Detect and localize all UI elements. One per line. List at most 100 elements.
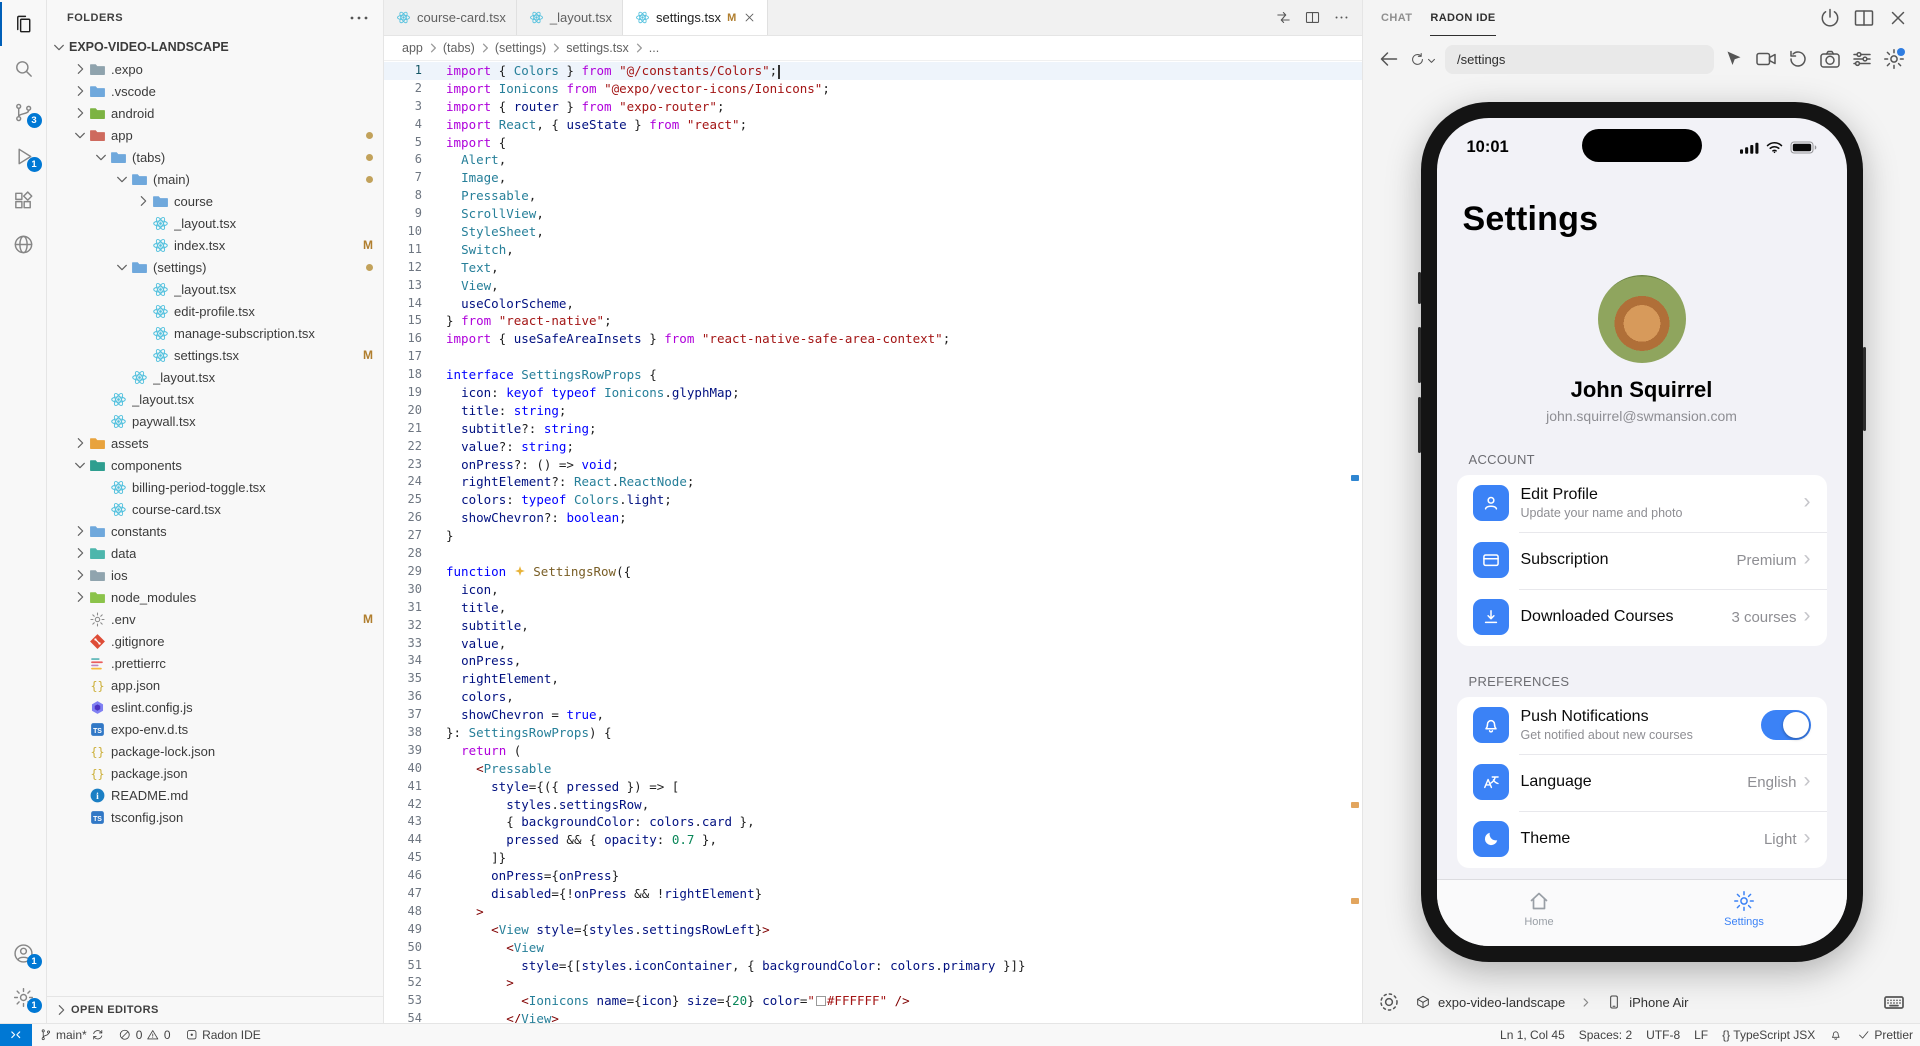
reload-button[interactable] (1409, 51, 1437, 68)
code-line-53[interactable]: 53 <Ionicons name={icon} size={20} color… (384, 992, 1362, 1010)
tree-item-.vscode[interactable]: .vscode (47, 80, 383, 102)
tree-item-.prettierrc[interactable]: .prettierrc (47, 652, 383, 674)
code-line-51[interactable]: 51 style={[styles.iconContainer, { backg… (384, 957, 1362, 975)
breadcrumb-item[interactable]: (tabs) (442, 41, 475, 55)
code-line-8[interactable]: 8 Pressable, (384, 187, 1362, 205)
tree-item-node_modules[interactable]: node_modules (47, 586, 383, 608)
eol-status[interactable]: LF (1687, 1024, 1715, 1046)
tree-item-(main)[interactable]: (main) (47, 168, 383, 190)
code-line-12[interactable]: 12 Text, (384, 259, 1362, 277)
code-line-40[interactable]: 40 <Pressable (384, 760, 1362, 778)
close-icon[interactable] (742, 10, 757, 25)
phone-tab-settings[interactable]: Settings (1642, 889, 1847, 928)
close-panel-icon[interactable] (1886, 6, 1910, 30)
branch-status[interactable]: main* (32, 1024, 112, 1046)
avatar[interactable] (1597, 274, 1686, 363)
tree-item-edit-profile.tsx[interactable]: edit-profile.tsx (47, 300, 383, 322)
more-actions-icon[interactable] (347, 6, 371, 30)
open-changes-icon[interactable] (1275, 9, 1292, 26)
code-line-26[interactable]: 26 showChevron?: boolean; (384, 509, 1362, 527)
tree-item-eslint.config.js[interactable]: eslint.config.js (47, 696, 383, 718)
tree-item-.gitignore[interactable]: .gitignore (47, 630, 383, 652)
code-line-44[interactable]: 44 pressed && { opacity: 0.7 }, (384, 831, 1362, 849)
editor-tab-_layout.tsx[interactable]: _layout.tsx (516, 0, 624, 35)
split-editor-icon[interactable] (1304, 9, 1321, 26)
tree-item-course-card.tsx[interactable]: course-card.tsx (47, 498, 383, 520)
code-line-36[interactable]: 36 colors, (384, 688, 1362, 706)
language-mode[interactable]: {} TypeScript JSX (1715, 1024, 1822, 1046)
tab-radon-ide[interactable]: RADON IDE (1430, 0, 1496, 36)
tree-item-_layout.tsx[interactable]: _layout.tsx (47, 278, 383, 300)
ai-sparkle-icon[interactable] (514, 565, 526, 577)
activity-item-source-control[interactable]: 3 (0, 90, 47, 134)
encoding-status[interactable]: UTF-8 (1639, 1024, 1687, 1046)
tree-item-_layout.tsx[interactable]: _layout.tsx (47, 388, 383, 410)
radon-ide-status[interactable]: Radon IDE (178, 1024, 268, 1046)
phone-tab-home[interactable]: Home (1437, 889, 1642, 928)
remote-indicator[interactable] (0, 1024, 32, 1046)
tree-item-app[interactable]: app (47, 124, 383, 146)
record-video-icon[interactable] (1754, 47, 1778, 71)
code-line-46[interactable]: 46 onPress={onPress} (384, 867, 1362, 885)
code-line-52[interactable]: 52 > (384, 974, 1362, 992)
activity-item-accounts[interactable]: 1 (0, 931, 47, 975)
tree-item-data[interactable]: data (47, 542, 383, 564)
code-line-43[interactable]: 43 { backgroundColor: colors.card }, (384, 813, 1362, 831)
open-editors-section[interactable]: OPEN EDITORS (47, 996, 383, 1023)
code-line-42[interactable]: 42 styles.settingsRow, (384, 796, 1362, 814)
activity-item-extensions[interactable] (0, 178, 47, 222)
activity-item-explorer[interactable] (0, 2, 47, 46)
code-line-28[interactable]: 28 (384, 545, 1362, 563)
code-line-34[interactable]: 34 onPress, (384, 652, 1362, 670)
code-line-17[interactable]: 17 (384, 348, 1362, 366)
tree-item-_layout.tsx[interactable]: _layout.tsx (47, 212, 383, 234)
code-line-21[interactable]: 21 subtitle?: string; (384, 420, 1362, 438)
code-line-7[interactable]: 7 Image, (384, 169, 1362, 187)
code-line-47[interactable]: 47 disabled={!onPress && !rightElement} (384, 885, 1362, 903)
device-screen[interactable]: 10:01 Settings John Squirrel (1436, 117, 1847, 946)
tree-item-ios[interactable]: ios (47, 564, 383, 586)
code-line-45[interactable]: 45 ]} (384, 849, 1362, 867)
code-line-11[interactable]: 11 Switch, (384, 241, 1362, 259)
code-line-33[interactable]: 33 value, (384, 635, 1362, 653)
problems-status[interactable]: 0 0 (111, 1024, 177, 1046)
code-line-27[interactable]: 27} (384, 527, 1362, 545)
touch-indicator-icon[interactable] (1377, 990, 1401, 1014)
code-line-13[interactable]: 13 View, (384, 277, 1362, 295)
code-line-25[interactable]: 25 colors: typeof Colors.light; (384, 491, 1362, 509)
code-line-30[interactable]: 30 icon, (384, 581, 1362, 599)
device-selector[interactable]: iPhone Air (1600, 990, 1694, 1014)
code-line-9[interactable]: 9 ScrollView, (384, 205, 1362, 223)
activity-item-search[interactable] (0, 46, 47, 90)
activity-item-run-debug[interactable]: 1 (0, 134, 47, 178)
tree-item-paywall.tsx[interactable]: paywall.tsx (47, 410, 383, 432)
breadcrumb-item[interactable]: app (402, 41, 423, 55)
url-bar[interactable]: /settings (1445, 44, 1714, 74)
notifications-bell-icon[interactable] (1822, 1024, 1850, 1046)
tree-item-package.json[interactable]: {}package.json (47, 762, 383, 784)
tree-item-course[interactable]: course (47, 190, 383, 212)
split-panel-icon[interactable] (1852, 6, 1876, 30)
inspect-icon[interactable] (1722, 47, 1746, 71)
tree-item-manage-subscription.tsx[interactable]: manage-subscription.tsx (47, 322, 383, 344)
code-line-23[interactable]: 23 onPress?: () => void; (384, 456, 1362, 474)
tree-item-billing-period-toggle.tsx[interactable]: billing-period-toggle.tsx (47, 476, 383, 498)
code-line-20[interactable]: 20 title: string; (384, 402, 1362, 420)
tree-item-.expo[interactable]: .expo (47, 58, 383, 80)
code-line-10[interactable]: 10 StyleSheet, (384, 223, 1362, 241)
